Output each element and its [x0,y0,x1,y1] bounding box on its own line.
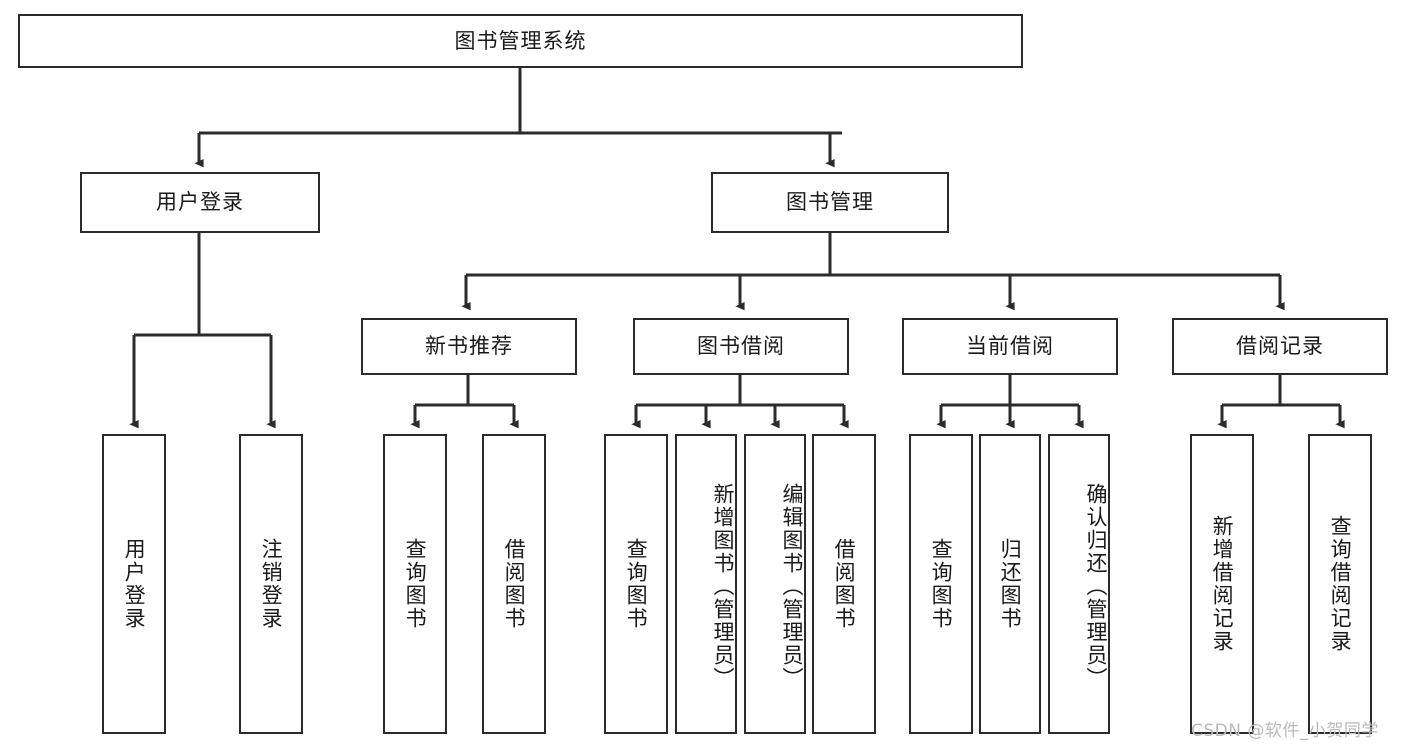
leaf-add-record[interactable]: 新增借阅记录 [1190,434,1254,734]
leaf-borrow-book-1-label: 借阅图书 [502,538,527,630]
leaf-query-book-1-label: 查询图书 [403,538,428,630]
node-current-borrow[interactable]: 当前借阅 [902,318,1118,375]
leaf-logout-label: 注销登录 [259,538,284,630]
node-user-login-label: 用户登录 [156,190,244,215]
node-current-borrow-label: 当前借阅 [966,334,1054,359]
csdn-watermark: CSDN @软件_小贺同学 [1191,721,1379,741]
node-borrow-record-label: 借阅记录 [1236,334,1324,359]
node-book-manage[interactable]: 图书管理 [711,172,949,233]
leaf-add-book[interactable]: 新增图书（管理员） [675,434,737,734]
leaf-edit-book-label: 编辑图书（管理员） [780,482,804,690]
leaf-confirm-return-label: 确认归还（管理员） [1084,482,1108,690]
leaf-user-login-label: 用户登录 [122,538,147,630]
leaf-query-record-label: 查询借阅记录 [1328,515,1353,653]
leaf-query-record[interactable]: 查询借阅记录 [1308,434,1372,734]
leaf-borrow-book-2[interactable]: 借阅图书 [812,434,876,734]
node-new-book-rec[interactable]: 新书推荐 [361,318,577,375]
node-book-manage-label: 图书管理 [786,190,874,215]
leaf-query-book-3-label: 查询图书 [929,538,954,630]
leaf-query-book-2-label: 查询图书 [624,538,649,630]
node-new-book-rec-label: 新书推荐 [425,334,513,359]
leaf-add-book-label: 新增图书（管理员） [711,482,735,690]
leaf-return-book[interactable]: 归还图书 [979,434,1041,734]
leaf-query-book-2[interactable]: 查询图书 [604,434,668,734]
leaf-logout[interactable]: 注销登录 [239,434,303,734]
leaf-borrow-book-1[interactable]: 借阅图书 [482,434,546,734]
node-book-borrow-label: 图书借阅 [697,334,785,359]
leaf-query-book-3[interactable]: 查询图书 [909,434,973,734]
node-book-borrow[interactable]: 图书借阅 [633,318,849,375]
node-root[interactable]: 图书管理系统 [18,14,1023,68]
leaf-add-record-label: 新增借阅记录 [1210,515,1235,653]
leaf-return-book-label: 归还图书 [998,538,1023,630]
node-borrow-record[interactable]: 借阅记录 [1172,318,1388,375]
node-user-login[interactable]: 用户登录 [80,172,320,233]
leaf-edit-book[interactable]: 编辑图书（管理员） [744,434,806,734]
leaf-borrow-book-2-label: 借阅图书 [832,538,857,630]
leaf-confirm-return[interactable]: 确认归还（管理员） [1048,434,1110,734]
node-root-label: 图书管理系统 [454,28,587,53]
leaf-user-login[interactable]: 用户登录 [102,434,166,734]
leaf-query-book-1[interactable]: 查询图书 [383,434,447,734]
